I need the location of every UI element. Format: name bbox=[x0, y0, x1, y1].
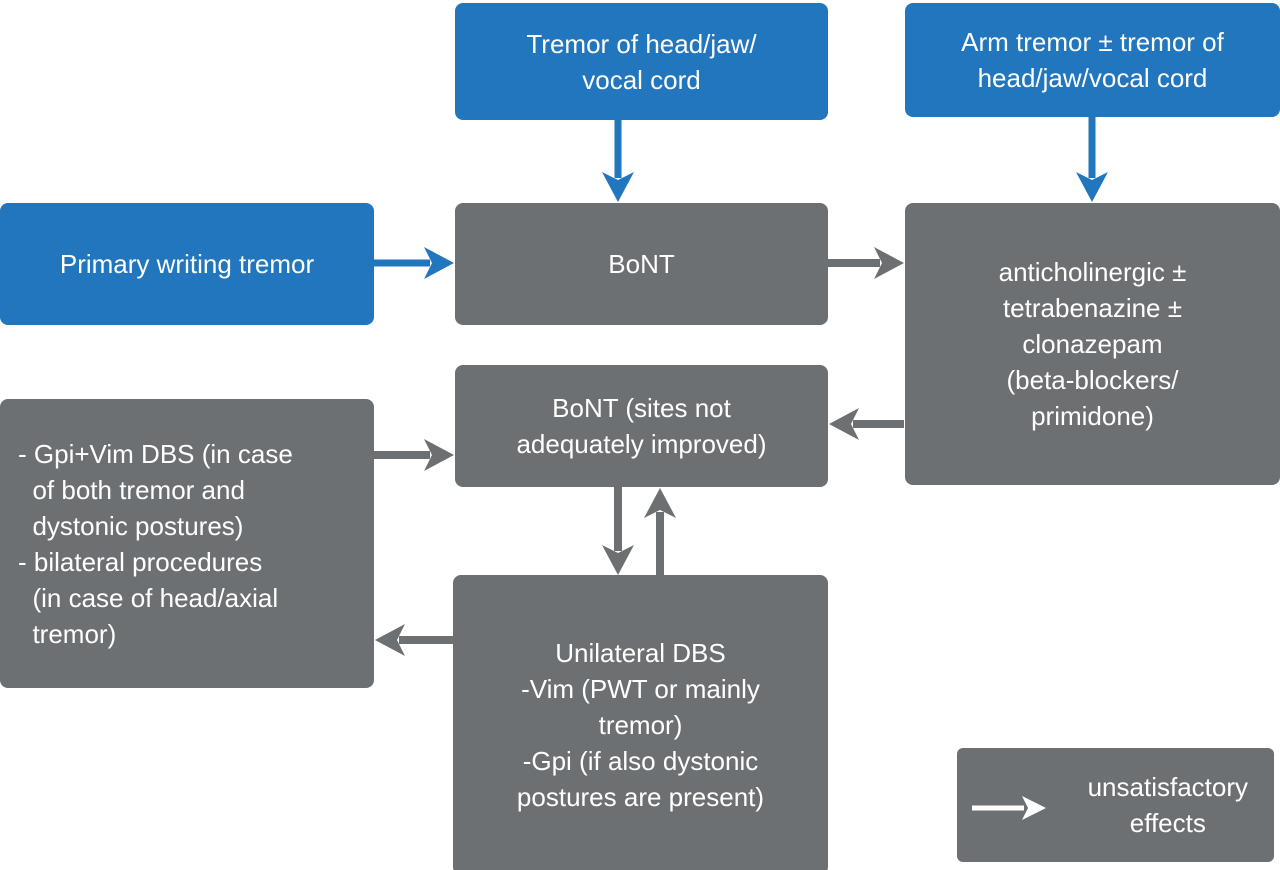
arrow-bont-sites-to-unilateral-dbs-icon bbox=[602, 487, 634, 575]
node-primary-writing-tremor: Primary writing tremor bbox=[0, 203, 374, 325]
arrow-dbs-options-to-bont-sites-icon bbox=[374, 439, 454, 471]
arrow-bont-to-anticholinergic-icon bbox=[828, 247, 904, 279]
node-label: Unilateral DBS -Vim (PWT or mainly tremo… bbox=[516, 638, 765, 812]
node-unilateral-dbs: Unilateral DBS -Vim (PWT or mainly tremo… bbox=[453, 575, 828, 870]
node-label: - Gpi+Vim DBS (in case of both tremor an… bbox=[18, 438, 293, 649]
arrow-unilateral-dbs-to-bont-sites-icon bbox=[644, 488, 676, 575]
node-dbs-options: - Gpi+Vim DBS (in case of both tremor an… bbox=[0, 399, 374, 688]
node-arm-tremor: Arm tremor ± tremor of head/jaw/vocal co… bbox=[905, 3, 1280, 117]
arrow-anticholinergic-to-bont-sites-icon bbox=[829, 408, 904, 440]
node-label: anticholinergic ± tetrabenazine ± clonaz… bbox=[998, 257, 1187, 431]
node-label: Primary writing tremor bbox=[59, 249, 315, 279]
node-tremor-head-jaw-vocal: Tremor of head/jaw/ vocal cord bbox=[455, 3, 828, 120]
node-label: Arm tremor ± tremor of head/jaw/vocal co… bbox=[961, 27, 1224, 93]
arrow-unilateral-dbs-to-dbs-options-icon bbox=[375, 624, 455, 656]
node-label: BoNT (sites not adequately improved) bbox=[516, 393, 767, 459]
node-bont-sites: BoNT (sites not adequately improved) bbox=[455, 365, 828, 487]
legend-label: unsatisfactory effects bbox=[1087, 772, 1248, 838]
arrow-arm-tremor-to-anticholinergic-icon bbox=[1076, 116, 1108, 202]
node-anticholinergic: anticholinergic ± tetrabenazine ± clonaz… bbox=[905, 203, 1280, 485]
arrow-primary-writing-to-bont-icon bbox=[374, 247, 454, 279]
legend-box: unsatisfactory effects bbox=[957, 748, 1274, 862]
node-label: Tremor of head/jaw/ vocal cord bbox=[526, 28, 757, 95]
node-label: BoNT bbox=[608, 249, 675, 279]
node-bont: BoNT bbox=[455, 203, 828, 325]
arrow-tremor-head-to-bont-icon bbox=[602, 119, 634, 202]
